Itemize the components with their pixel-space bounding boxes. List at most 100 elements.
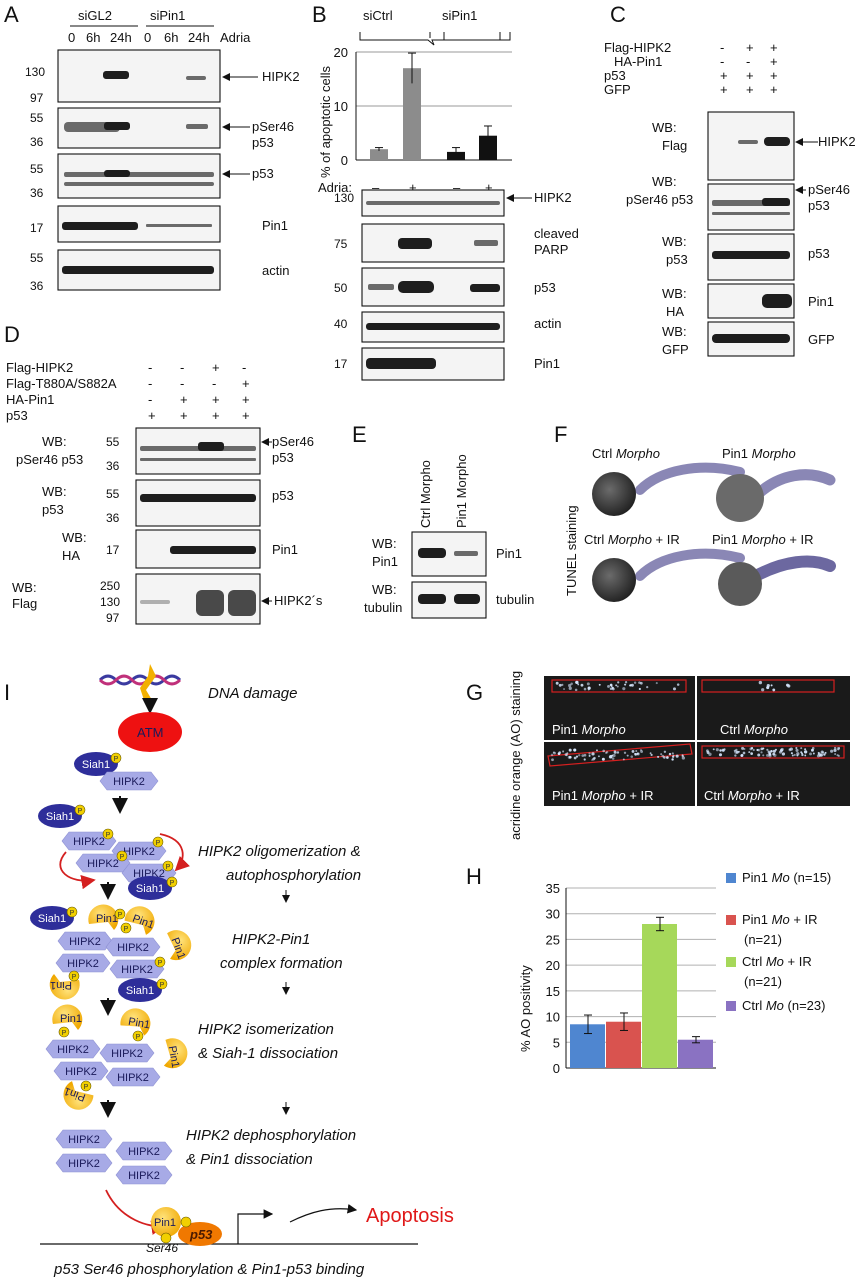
panel-a-band [186, 124, 208, 129]
panel-a-band [62, 266, 214, 274]
stain-dot [766, 683, 770, 688]
panel-a-time-6: 24h [188, 30, 210, 45]
panel-a-time-3: 24h [110, 30, 132, 45]
panel-c-wb: HA [666, 304, 684, 319]
siah1-node [74, 752, 118, 776]
pin1-label: Pin1 [60, 1013, 82, 1025]
stain-dot [734, 754, 737, 757]
panel-d-wb: Flag [12, 596, 37, 611]
stain-dot [616, 751, 620, 754]
panel-d-blot-label: HIPK2´s [274, 593, 323, 608]
stain-dot [640, 749, 642, 751]
panel-b-band [474, 240, 498, 246]
stain-dot [617, 681, 620, 684]
stain-dot [563, 688, 565, 691]
panel-a-band [104, 170, 130, 177]
panel-b-band [366, 201, 500, 205]
stain-dot [812, 752, 815, 755]
panel-a-band [103, 71, 129, 79]
sign: - [180, 360, 184, 375]
panel-c-blot-label: p53 [808, 246, 830, 261]
panel-d-blot-label: p53 [272, 488, 294, 503]
stain-dot [650, 753, 653, 757]
phospho-marker [68, 970, 80, 982]
stain-dot [661, 754, 665, 758]
stain-dot [583, 753, 587, 757]
panel-d-band [140, 446, 256, 451]
sign: - [746, 54, 750, 69]
stain-dot [750, 752, 753, 755]
panel-d-label: D [4, 322, 20, 347]
sign: - [720, 40, 724, 55]
stain-dot [624, 683, 627, 686]
phospho-marker [162, 860, 174, 872]
stain-dot [580, 683, 584, 687]
stain-dot [568, 748, 572, 752]
panel-d-marker: 17 [106, 543, 120, 557]
stain-dot [837, 754, 840, 757]
panel-g-roi [551, 679, 687, 693]
panel-d-band [228, 590, 256, 616]
stain-dot [837, 748, 840, 751]
panel-d-cond: HA-Pin1 [6, 392, 54, 407]
stain-dot [587, 688, 590, 691]
stain-dot [748, 751, 751, 754]
panel-b-band [366, 323, 500, 330]
stain-dot [770, 684, 773, 687]
apoptosis-arrow [289, 1203, 358, 1223]
stain-dot [766, 748, 769, 751]
sign: + [212, 360, 220, 375]
panel-a-marker: 55 [30, 162, 44, 176]
panel-a-marker: 130 [25, 65, 45, 79]
ser46-label: Ser46 [146, 1241, 178, 1255]
panel-a-marker: 36 [30, 135, 44, 149]
hipk2-label: HIPK2 [121, 964, 153, 976]
panel-b-blot-label: Pin1 [534, 356, 560, 371]
autophos-arrow [159, 833, 190, 872]
panel-b-label: B [312, 2, 327, 27]
stain-dot [791, 754, 794, 757]
panel-e-lane: Ctrl Morpho [418, 460, 433, 528]
sign: - [720, 54, 724, 69]
pin1-node: Pin1 [88, 904, 119, 930]
panel-g-side-label: acridine orange (AO) staining [508, 671, 523, 840]
stain-dot [772, 688, 776, 692]
panel-d-band [140, 600, 170, 604]
panel-d-marker: 55 [106, 435, 120, 449]
panel-b-marker: 17 [334, 357, 348, 371]
stain-dot [706, 749, 709, 753]
stain-dot [833, 746, 837, 750]
stain-dot [622, 687, 626, 691]
stain-dot [801, 752, 803, 755]
stain-dot [586, 682, 590, 686]
phospho-marker [132, 1030, 144, 1042]
phospho-label: P [72, 974, 77, 981]
stain-dot [760, 751, 763, 754]
panel-e-band [454, 551, 478, 556]
panel-b-band [398, 238, 432, 249]
panel-a-time-2: 6h [86, 30, 100, 45]
panel-c-cond: p53 [604, 68, 626, 83]
panel-d-band [170, 546, 256, 554]
stain-dot [790, 752, 793, 755]
stain-dot [672, 687, 676, 691]
phospho-label: P [170, 880, 175, 887]
siah1-label: Siah1 [82, 759, 110, 771]
panel-c-wb: WB: [662, 324, 687, 339]
sign: + [148, 408, 156, 423]
embryo-image [716, 469, 836, 522]
hipk2-label: HIPK2 [67, 958, 99, 970]
stain-dot [608, 755, 612, 759]
hipk2-label: HIPK2 [65, 1066, 97, 1078]
panel-c-band [712, 334, 790, 343]
sign: + [180, 392, 188, 407]
pin1-node: Pin1 [120, 1008, 151, 1036]
y-axis-label: % AO positivity [518, 965, 533, 1052]
panel-a-band [62, 222, 138, 230]
stain-dot [773, 753, 777, 757]
hipk2-label: HIPK2 [128, 1170, 160, 1182]
pin1-label: Pin1 [166, 1045, 182, 1069]
panel-a-band [64, 182, 214, 186]
